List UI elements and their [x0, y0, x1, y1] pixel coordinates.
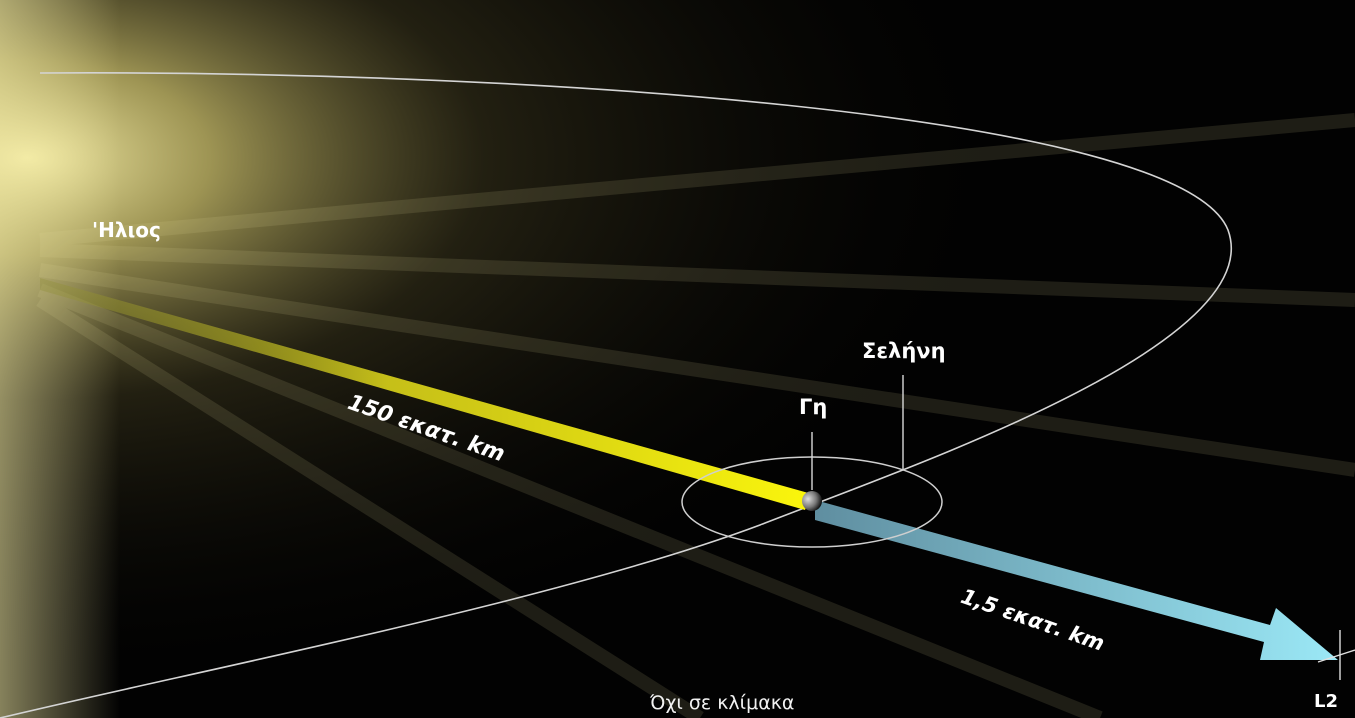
moon-label: Σελήνη [862, 339, 946, 363]
earth-label: Γη [799, 395, 828, 419]
not-to-scale-note: Όχι σε κλίμακα [650, 692, 795, 714]
sun-edge-glow [0, 0, 120, 718]
l2-marker-diagonal [1317, 649, 1355, 663]
sun-earth-beam [40, 278, 812, 510]
earth-dot [802, 491, 822, 511]
sun-rays [36, 113, 1355, 718]
earth-l2-arrow [815, 500, 1338, 660]
sun-label: 'Ηλιος [92, 218, 161, 242]
earth-orbit [0, 72, 1232, 718]
l2-label: L2 [1314, 691, 1338, 712]
